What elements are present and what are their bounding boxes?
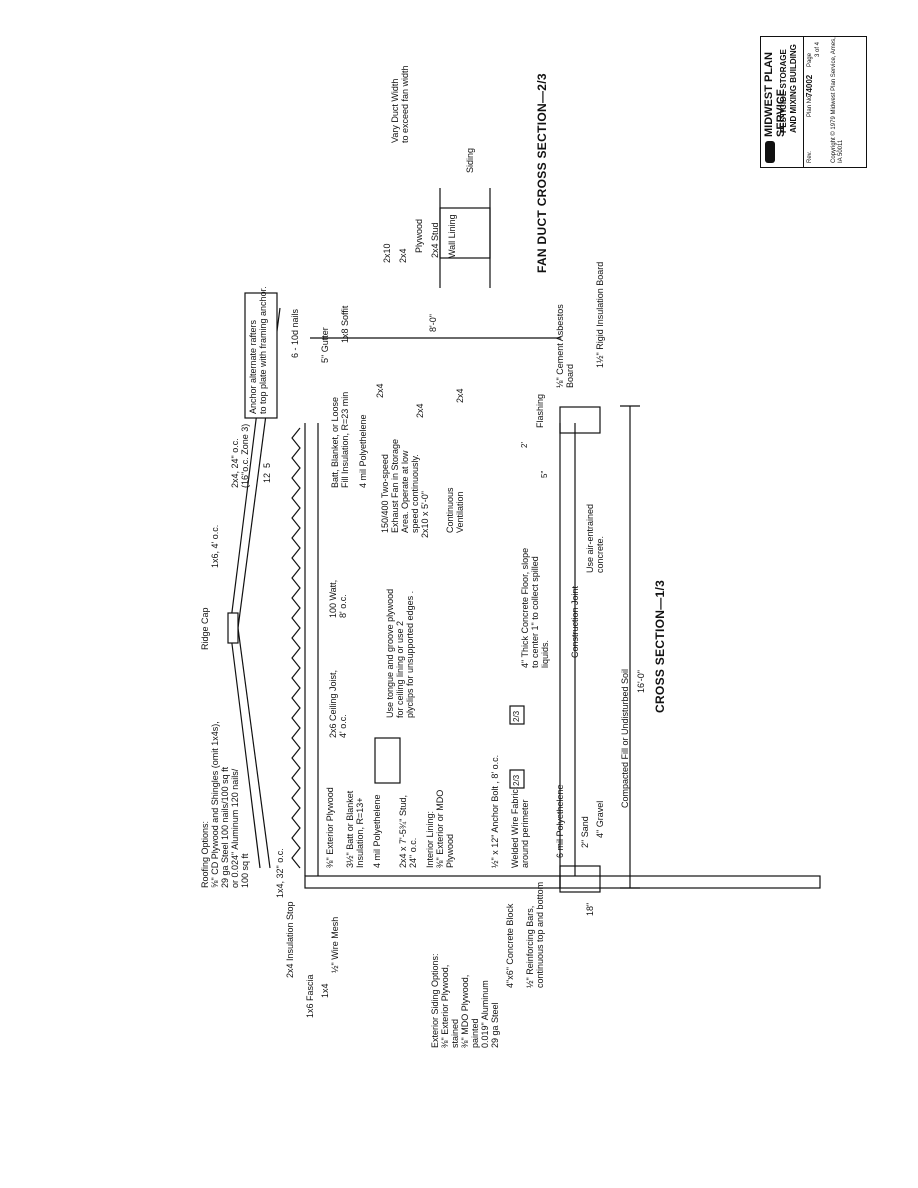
flashing-label: Flashing <box>535 393 545 428</box>
poly-ceiling-label: 4 mil Polyethelene <box>358 414 368 488</box>
cross-section-title: CROSS SECTION—1/3 <box>653 579 667 713</box>
fan-duct-title: FAN DUCT CROSS SECTION—2/3 <box>535 73 549 273</box>
ext-plywood-label: ⅜" Exterior Plywood <box>325 787 335 868</box>
asbestos-board-label: ⅛" Cement Asbestos Board <box>555 304 575 388</box>
fan-duct-2x4-label: 2x4 <box>398 248 408 263</box>
one-by-four-32-label: 1x4, 32" o.c. <box>275 848 285 898</box>
rev-label: Rev. <box>807 151 813 163</box>
rafter-1x6-label: 1x6, 4' o.c. <box>210 524 220 568</box>
soil-label: Compacted Fill or Undisturbed Soil <box>620 668 630 808</box>
section-tag-lower-label: 2/3 <box>512 710 521 722</box>
section-tag-upper <box>509 769 525 789</box>
batt-ceiling-label: Batt, Blanket, or Loose Fill Insulation,… <box>330 391 350 488</box>
ridge-cap <box>227 612 239 644</box>
sand-label: 2" Sand <box>580 816 590 848</box>
fan-duct-plywood-label: Plywood <box>414 218 424 253</box>
vent-label: Continuous Ventilation <box>445 487 465 533</box>
plan-no-label: Plan No. <box>807 93 813 117</box>
fan-2x4-label: 2x4 <box>415 403 425 418</box>
top-plate-label: 2x4 <box>375 383 385 398</box>
rigid-insulation-label: 1½" Rigid Insulation Board <box>595 261 605 368</box>
light-label: 100 Watt, 8' o.c. <box>328 579 348 618</box>
small-dim-2-label: 2' <box>520 442 529 448</box>
section-tag-lower <box>509 705 525 725</box>
anchor-note-label: Anchor alternate rafters to top plate wi… <box>248 286 268 414</box>
right-wall <box>559 875 821 889</box>
width-dimension-label: 16'-0" <box>636 670 646 693</box>
insulation-stop-label: 2x4 Insulation Stop <box>285 901 295 978</box>
ridge-cap-label: Ridge Cap <box>200 607 210 650</box>
title-block: MIDWEST PLAN SERVICE PESTICIDE STORAGE A… <box>760 36 867 168</box>
reinforcing-label: ½" Reinforcing Bars, continuous top and … <box>525 881 545 988</box>
batt-wall-label: 3½" Batt or Blanket Insulation, R=13+ <box>345 790 365 868</box>
tongue-groove-label: Use tongue and groove plywood for ceilin… <box>385 588 415 718</box>
roof-left-slope <box>229 627 261 869</box>
fan-duct-vary-width-label: Vary Duct Width to exceed fan width <box>390 65 410 143</box>
soffit-label: 1x8 Soffit <box>340 305 350 343</box>
project-line-1: PESTICIDE STORAGE <box>779 49 788 133</box>
wire-mesh-label: ½" Wire Mesh <box>330 916 340 973</box>
studs-label: 2x4 x 7'-5¾" Stud, 24" o.c. <box>398 795 418 868</box>
right-footing <box>559 406 601 434</box>
ten-d-nails-label: 6 - 10d nails <box>290 308 300 358</box>
fan-duct-wall-lining-label: Wall Lining <box>447 214 457 258</box>
air-entrained-label: Use air-entrained concrete. <box>585 503 605 573</box>
construction-joint-label: Construction Joint <box>570 585 580 658</box>
section-tag-upper-label: 2/3 <box>512 774 521 786</box>
slope-run-label: 5 <box>262 462 272 468</box>
slope-rise-label: 12 <box>262 472 272 483</box>
rafters-label: 2x4, 24" o.c. (16"o.c. Zone 3) <box>230 423 250 488</box>
fan-duct-stud-label: 2x4 Stud <box>430 222 440 258</box>
gravel-label: 4" Gravel <box>595 800 605 838</box>
page-label: Page <box>807 52 813 67</box>
concrete-block-label: 4"x6" Concrete Block <box>505 903 515 988</box>
anchor-bolt-label: ½" x 12" Anchor Bolt , 8' o.c. <box>490 754 500 868</box>
poly-floor-label: 6 mil Polyethelene <box>555 784 565 858</box>
header-label: 2x10 x 5'-0" <box>420 491 430 538</box>
left-footing <box>559 865 601 893</box>
page-value: 3 of 4 <box>815 41 821 57</box>
exhaust-fan-box <box>374 737 401 784</box>
gutter-label: 5" Gutter <box>320 327 330 363</box>
anchor-note-box <box>244 292 278 419</box>
copyright-text: Copyright © 1979 Midwest Plan Service, A… <box>831 37 844 163</box>
fascia-label: 1x6 Fascia <box>305 974 315 1018</box>
slab-label: 4" Thick Concrete Floor, slope to center… <box>520 547 550 668</box>
left-wall <box>304 875 561 889</box>
one-by-four-label: 1x4 <box>320 983 330 998</box>
mps-logo <box>765 141 775 163</box>
roofing-options-label: Roofing Options: ⅝" CD Plywood and Shing… <box>200 721 250 888</box>
welded-wire-label: Welded Wire Fabric, around perimeter <box>510 786 530 868</box>
plan-no-value: 74002 <box>805 74 814 97</box>
footing-dimension-label: 18" <box>585 902 595 916</box>
fan-duct-2x10-label: 2x10 <box>382 243 392 263</box>
ceiling-joist-label: 2x6 Ceiling Joist, 4' o.c. <box>328 669 348 738</box>
siding-options-label: Exterior Siding Options: ⅜" Exterior Ply… <box>430 953 500 1048</box>
fan-duct-siding-label: Siding <box>465 147 475 173</box>
project-line-2: AND MIXING BUILDING <box>789 44 798 133</box>
wall-height-dimension-label: 8'-0" <box>428 314 438 332</box>
stud-2x4-label: 2x4 <box>455 388 465 403</box>
interior-lining-label: Interior Lining: ⅜" Exterior or MDO Plyw… <box>425 789 455 868</box>
small-dim-5-label: 5" <box>540 470 549 478</box>
insulation-zigzag <box>291 427 301 869</box>
poly-wall-label: 4 mil Polyethelene <box>372 794 382 868</box>
exhaust-fan-label: 150/400 Two-speed Exhaust Fan in Storage… <box>380 438 420 533</box>
